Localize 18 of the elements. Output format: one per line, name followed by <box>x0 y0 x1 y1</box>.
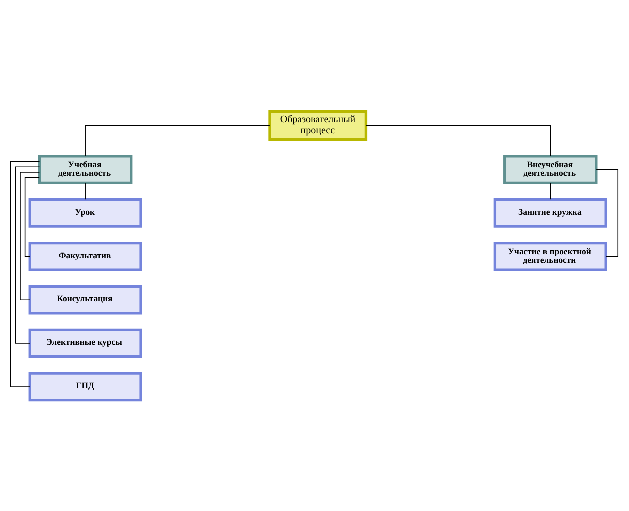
connector <box>24 176 40 257</box>
connector <box>550 182 552 200</box>
connector <box>85 182 86 200</box>
node-box: Факультатив <box>28 241 142 271</box>
node-box: Консультация <box>28 284 142 314</box>
connector <box>85 124 270 156</box>
node-box: Внеучебная деятельность <box>504 154 598 184</box>
connector <box>15 166 40 344</box>
connector <box>366 124 552 156</box>
node-box: Элективные курсы <box>28 328 142 358</box>
node-box: Урок <box>28 198 142 228</box>
connector <box>10 160 40 387</box>
node-box: Учебная деятельность <box>38 154 133 184</box>
connector <box>20 172 40 300</box>
node-box: Участие в проектной деятельности <box>494 241 608 271</box>
node-box: Образовательный процесс <box>268 110 368 141</box>
node-box: Занятие кружка <box>494 198 608 228</box>
node-box: ГПД <box>28 372 142 402</box>
